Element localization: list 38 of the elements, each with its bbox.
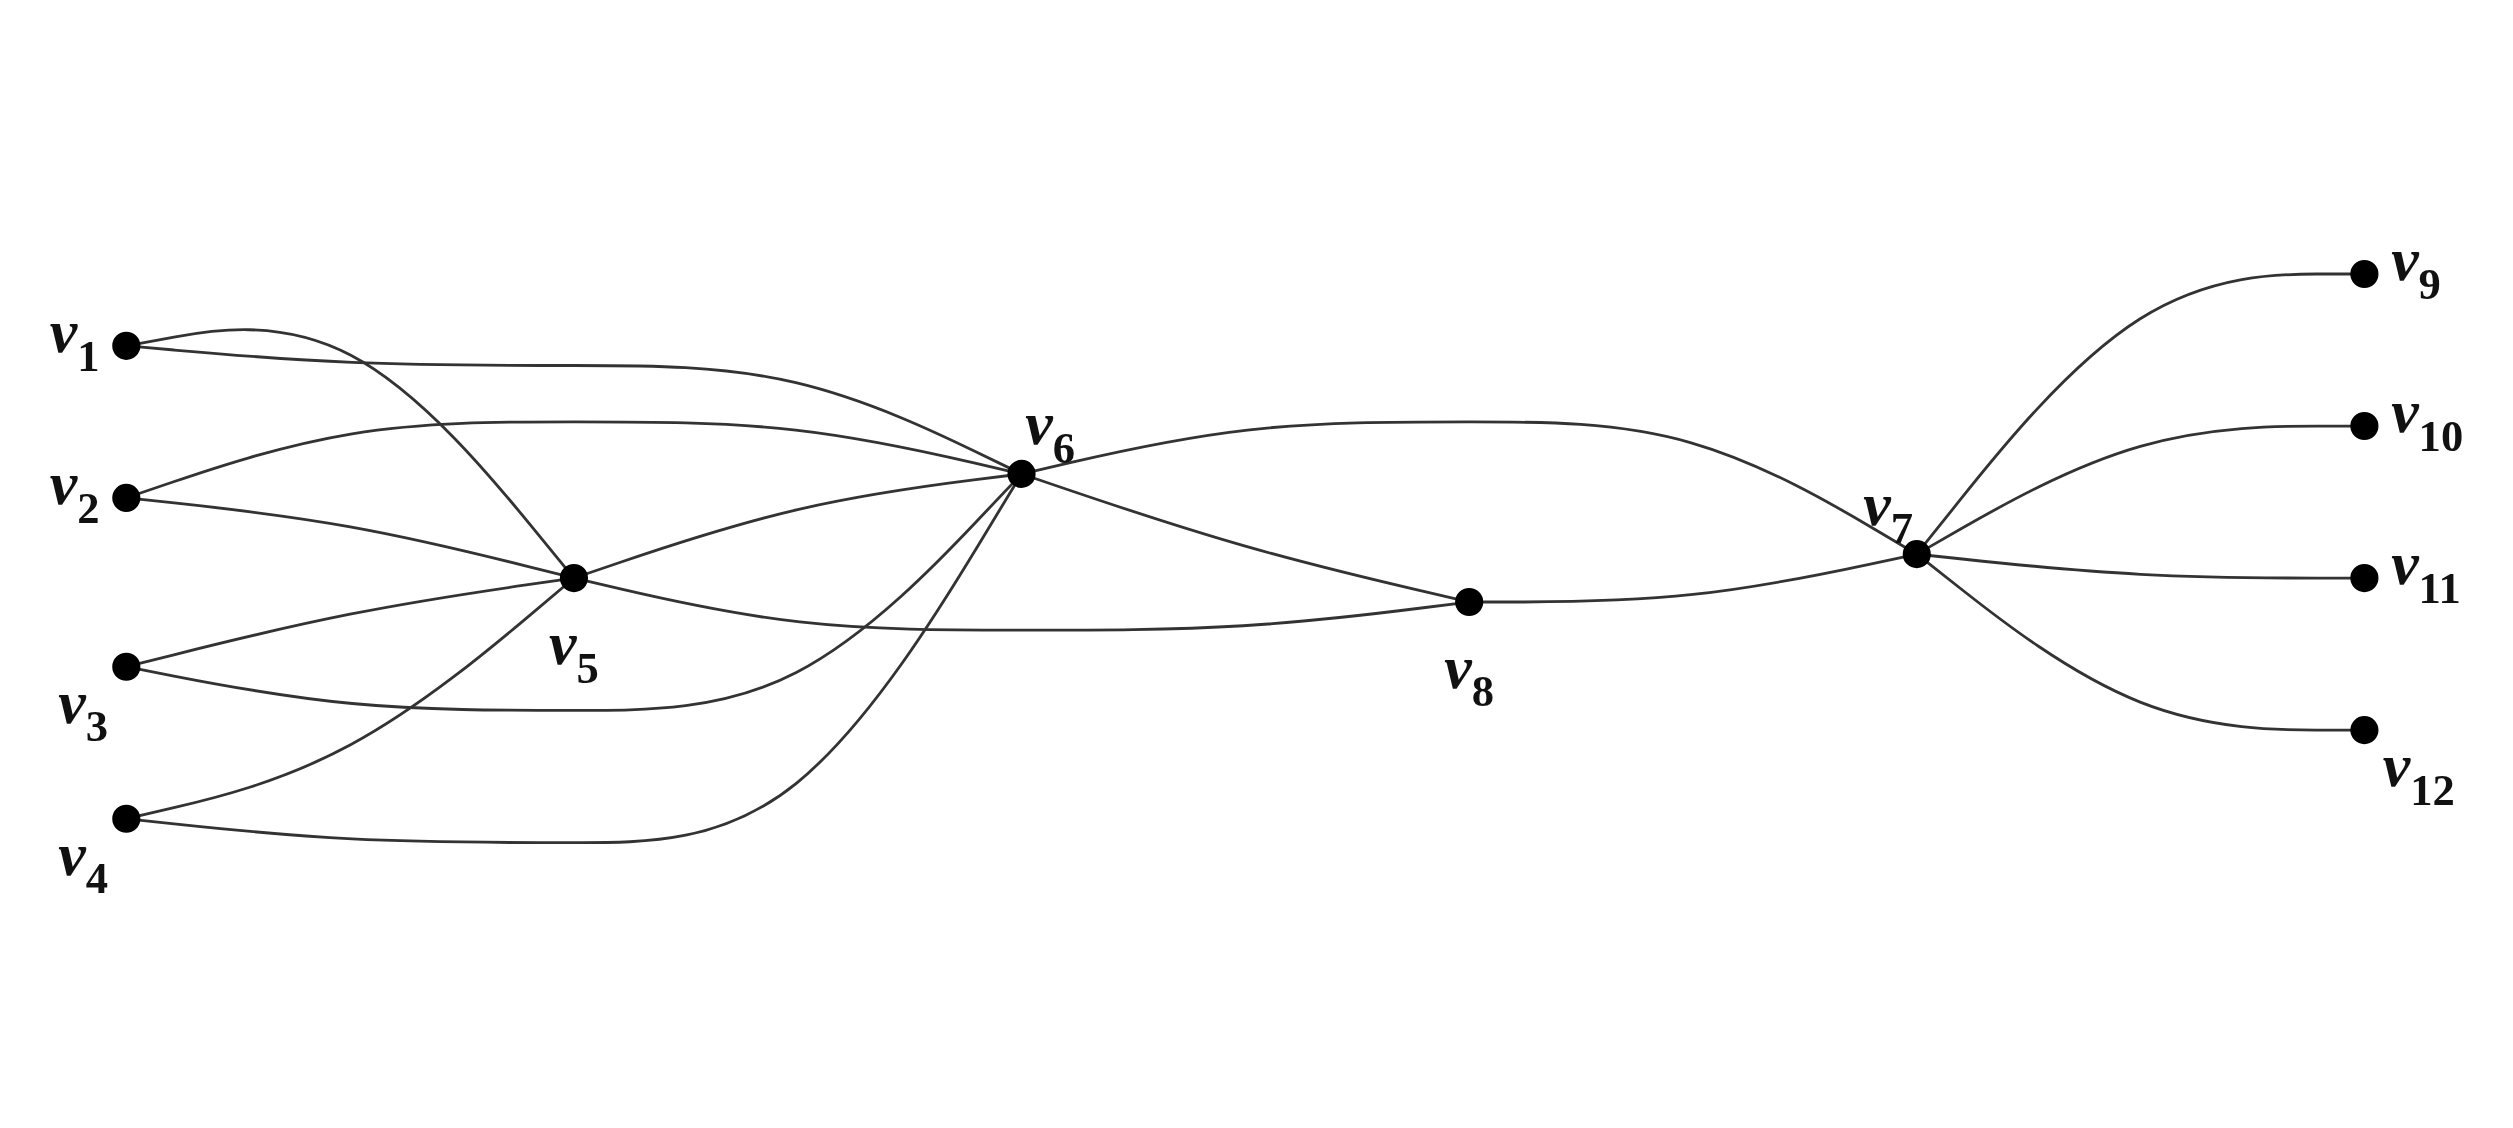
vertex-dot (2350, 259, 2379, 289)
edge-line (1923, 272, 2352, 546)
edge-line (1925, 560, 2352, 732)
vertex-label: v$_{6}$ (1025, 389, 1076, 473)
vertex-dot (1007, 459, 1036, 488)
edge-line (137, 420, 1010, 496)
vertex-dot (112, 483, 141, 512)
vertex-label: v$_{11}$ (2391, 529, 2461, 613)
edge-line (1033, 476, 1458, 601)
vertex-dot (559, 564, 588, 593)
edge-line (138, 482, 1014, 712)
vertex-dot (112, 804, 141, 833)
edge-line (138, 497, 562, 577)
vertex-dot (2350, 564, 2379, 593)
vertex-label: v$_{3}$ (58, 667, 108, 752)
vertex-label: v$_{10}$ (2391, 377, 2464, 461)
vertex-label: v$_{12}$ (2382, 731, 2455, 815)
vertex-dot (112, 652, 141, 681)
vertex-label: v$_{2}$ (49, 449, 100, 533)
edge-line (1033, 420, 1907, 549)
vertex-dot (1455, 587, 1484, 617)
edge-line (1927, 424, 2352, 550)
vertex-label: v$_{8}$ (1444, 632, 1495, 717)
vertex-label: v$_{1}$ (49, 297, 100, 381)
vertex-label: v$_{5}$ (549, 608, 599, 693)
edge-line (1481, 555, 1905, 604)
vertex-label: v$_{9}$ (2391, 225, 2441, 309)
edge-line (138, 484, 1017, 845)
edge-line (1929, 554, 2352, 580)
vertex-dot (2350, 716, 2379, 745)
edge-line (138, 328, 567, 570)
vertex-dot (112, 331, 141, 360)
vertex-dot (2350, 411, 2379, 441)
edge-line (138, 585, 566, 818)
edge-line (138, 578, 562, 666)
vertex-label: v$_{4}$ (58, 819, 108, 904)
vertex-label: v$_{7}$ (1863, 469, 1913, 554)
edge-line (138, 345, 1011, 470)
